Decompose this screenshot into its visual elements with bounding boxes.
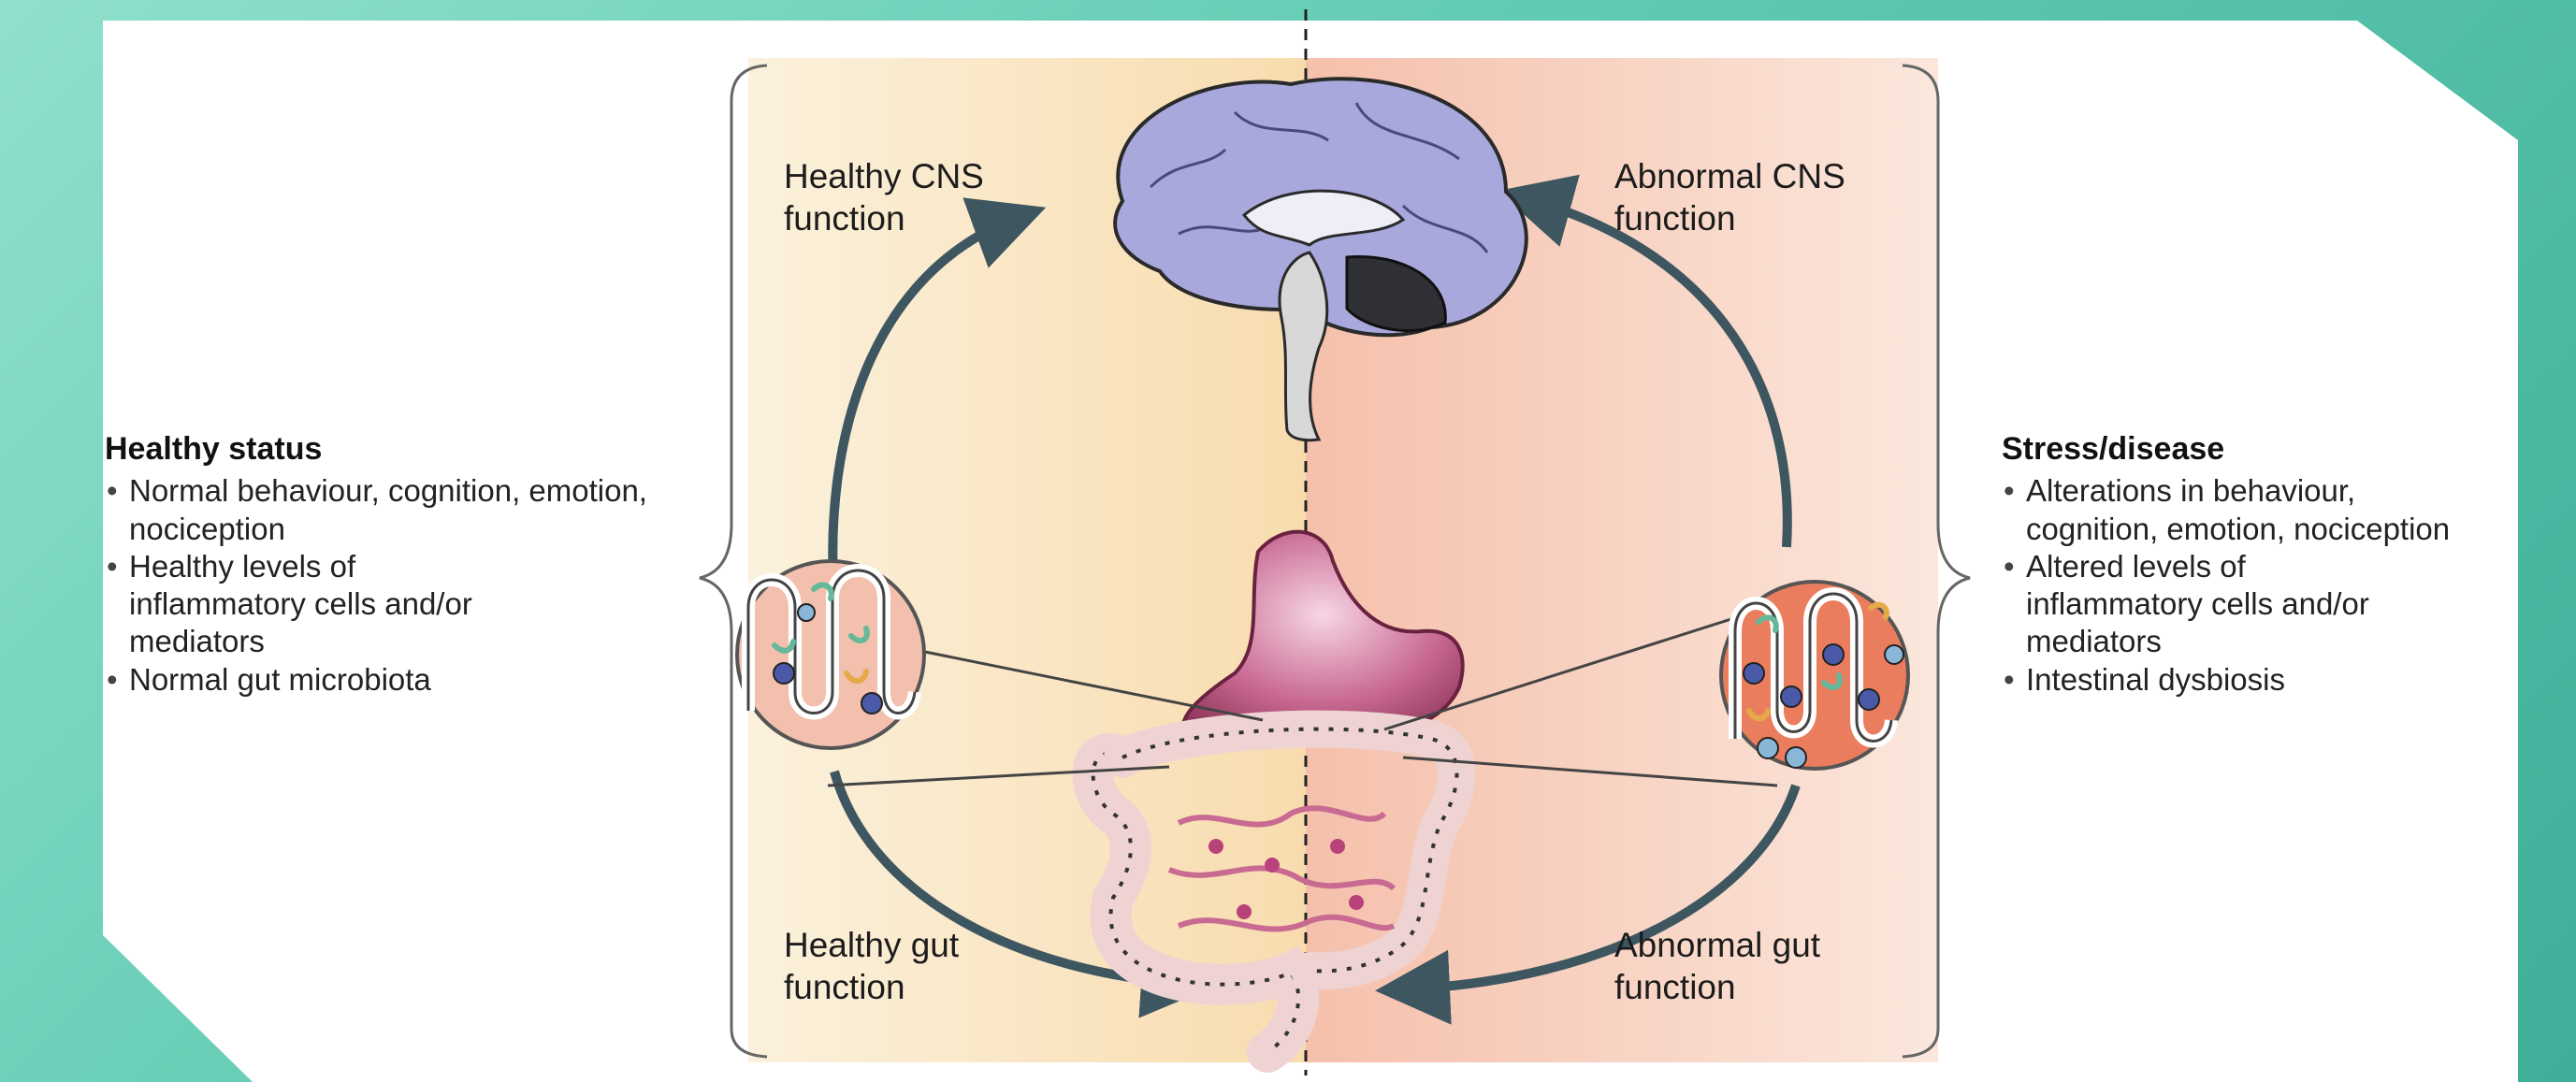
healthy-status-block: Healthy status Normal behaviour, cogniti… [105, 430, 703, 699]
stress-disease-item: Alterations in behaviour, cognition, emo… [2002, 472, 2494, 548]
healthy-status-item: Normal gut microbiota [105, 661, 703, 699]
healthy-status-title: Healthy status [105, 430, 703, 469]
healthy-status-item: Normal behaviour, cognition, emotion, no… [105, 472, 703, 548]
healthy-cns-label: Healthy CNS function [784, 155, 984, 239]
stress-disease-item: Intestinal dysbiosis [2002, 661, 2507, 699]
stress-disease-item: Altered levels of inflammatory cells and… [2002, 548, 2372, 661]
stress-disease-title: Stress/disease [2002, 430, 2507, 469]
healthy-status-item: Healthy levels of inflammatory cells and… [105, 548, 475, 661]
abnormal-cns-label: Abnormal CNS function [1614, 155, 1845, 239]
healthy-villi-magnifier [737, 561, 924, 748]
diseased-villi-magnifier [1721, 582, 1908, 769]
stress-disease-block: Stress/disease Alterations in behaviour,… [2002, 430, 2507, 699]
healthy-gut-label: Healthy gut function [784, 924, 959, 1008]
abnormal-gut-label: Abnormal gut function [1614, 924, 1820, 1008]
